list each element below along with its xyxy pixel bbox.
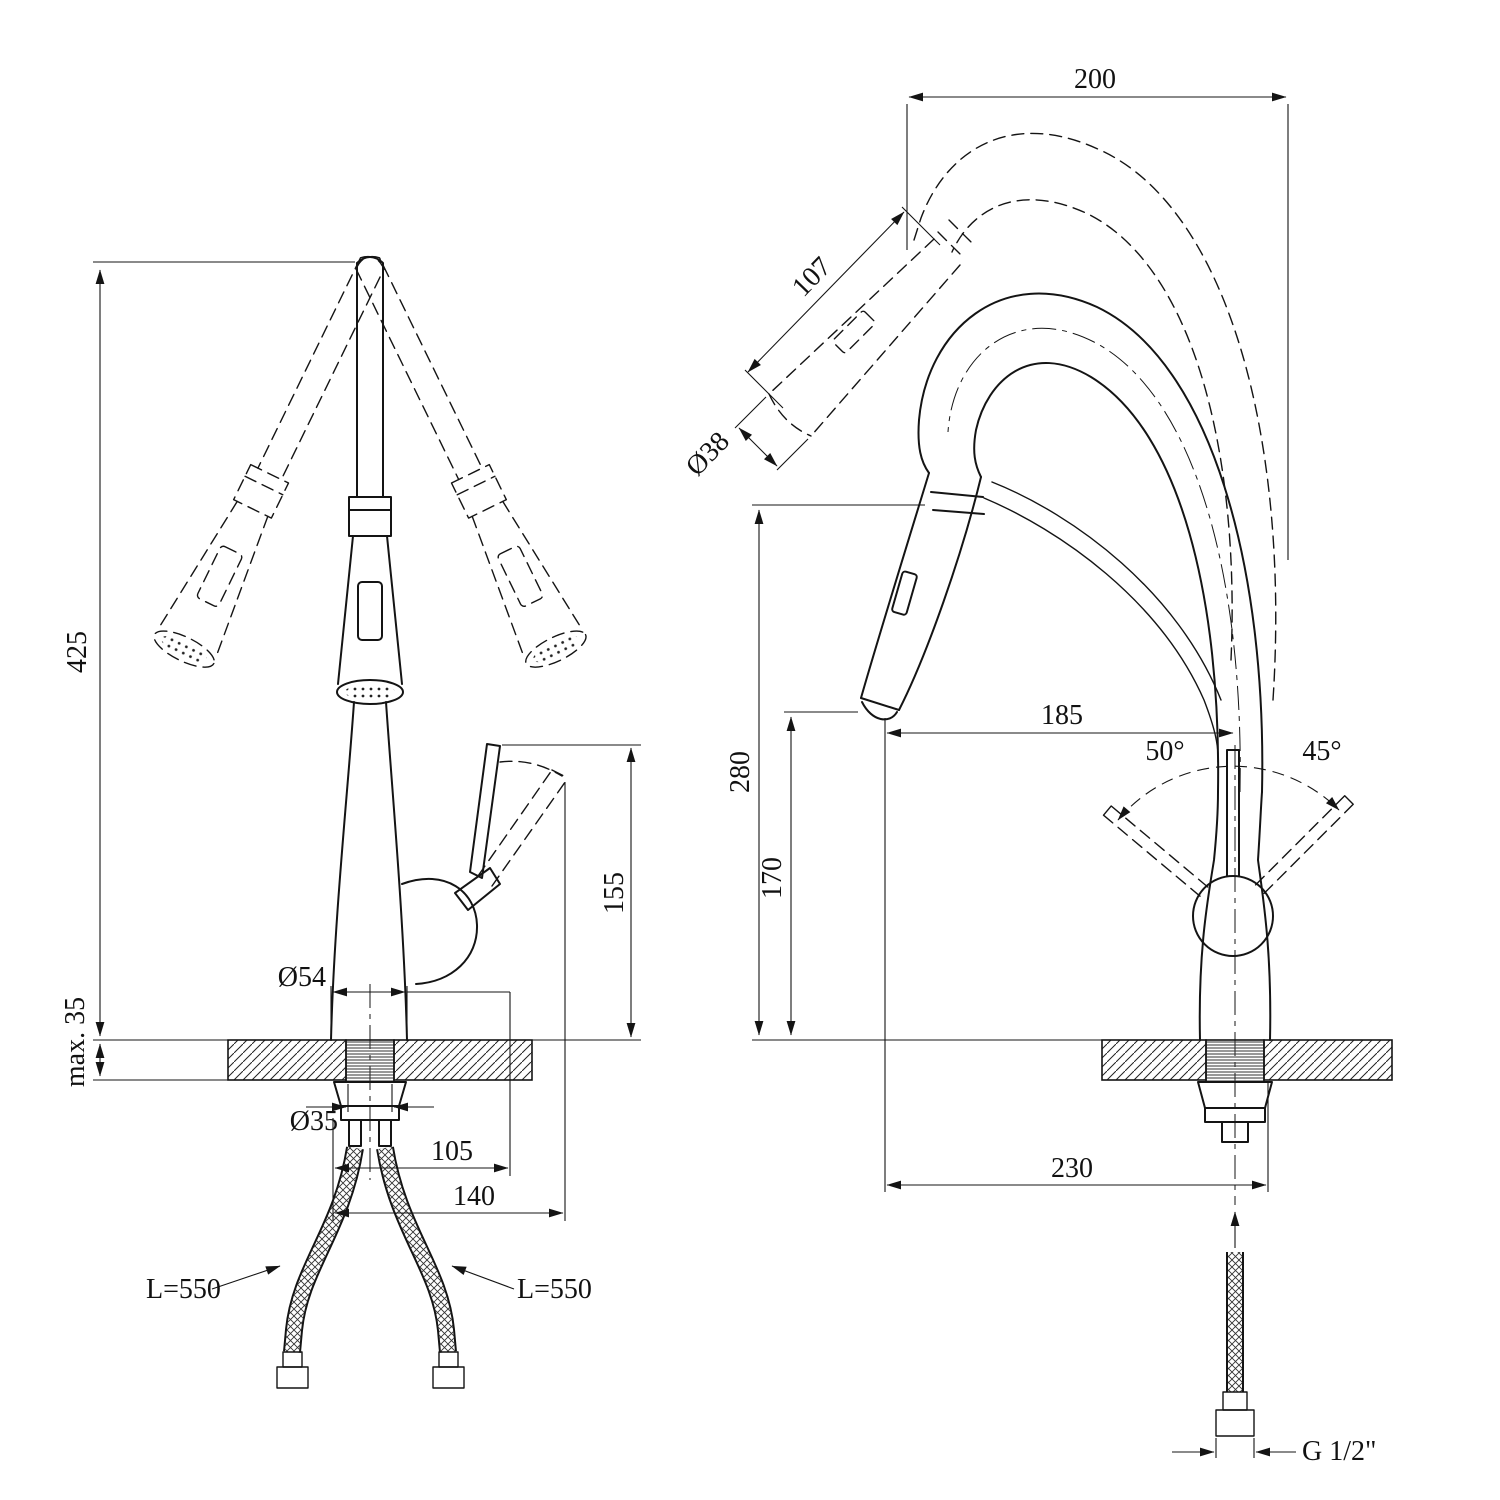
label-hose-length-right: L=550 [451, 1265, 592, 1305]
dim-span-140: 140 [332, 782, 566, 1221]
spout-solid [917, 292, 1264, 793]
dim-label-280: 280 [725, 751, 756, 793]
dim-span-200: 200 [906, 64, 1289, 560]
front-view: 425 max. 35 Ø54 Ø35 105 140 [60, 242, 641, 1389]
angle-label-45: 45° [1302, 736, 1341, 767]
label-handle-angles: 50° 45° [1145, 736, 1341, 767]
label-hose-length-left: L=550 [146, 1265, 281, 1305]
mounting-nut-side [1197, 1081, 1273, 1143]
spray-head-tilted-right-icon [334, 242, 592, 676]
dim-shank-diameter-35: Ø35 [290, 1084, 434, 1137]
dim-label-170: 170 [757, 857, 788, 899]
dim-label-185: 185 [1041, 700, 1083, 731]
dim-label-d35: Ø35 [290, 1106, 338, 1137]
flex-hose-side [1215, 1211, 1255, 1437]
side-view: 200 107 Ø38 280 170 185 50° [680, 64, 1393, 1467]
spray-head-side-icon [860, 472, 985, 721]
hose-left-label: L=550 [146, 1274, 221, 1305]
dim-thread-g12: G 1/2" [1172, 1436, 1376, 1467]
dim-label-max35: max. 35 [60, 997, 91, 1087]
dim-label-d38: Ø38 [680, 426, 736, 482]
dim-label-d54: Ø54 [278, 962, 326, 993]
dim-deck-max35: max. 35 [60, 997, 228, 1087]
dim-label-200: 200 [1074, 64, 1116, 95]
dim-height-170: 170 [757, 711, 858, 1036]
spray-head-tilted-left-icon [148, 242, 406, 676]
dim-spray-diameter-38: Ø38 [680, 396, 809, 482]
dim-label-107: 107 [786, 251, 837, 303]
spray-head-center-icon [336, 256, 404, 705]
spout-raised-dashed [768, 132, 1277, 701]
hose-right-label: L=550 [517, 1274, 592, 1305]
dim-label-230: 230 [1051, 1153, 1093, 1184]
dim-height-425: 425 [62, 261, 355, 1041]
dim-handle-155: 155 [502, 744, 641, 1041]
countertop-side [1101, 1039, 1393, 1083]
dim-spray-107: 107 [744, 206, 941, 409]
dim-label-140: 140 [453, 1181, 495, 1212]
faucet-body-front [330, 701, 569, 1180]
dim-label-105: 105 [431, 1136, 473, 1167]
dim-reach-185: 185 [884, 700, 1234, 1192]
thread-label: G 1/2" [1302, 1436, 1376, 1467]
dim-base-diameter-54: Ø54 [278, 962, 511, 1176]
dim-label-155: 155 [599, 872, 630, 914]
supply-hoses-front [276, 1146, 465, 1389]
countertop-front [227, 1039, 533, 1083]
dim-span-105: 105 [332, 1118, 509, 1176]
dim-span-230: 230 [886, 1082, 1269, 1192]
handle-swing-dashed [1102, 765, 1354, 899]
dim-label-425: 425 [62, 631, 93, 673]
faucet-body-side [1192, 745, 1274, 1205]
angle-label-50: 50° [1145, 736, 1184, 767]
dim-height-280: 280 [725, 504, 1102, 1041]
